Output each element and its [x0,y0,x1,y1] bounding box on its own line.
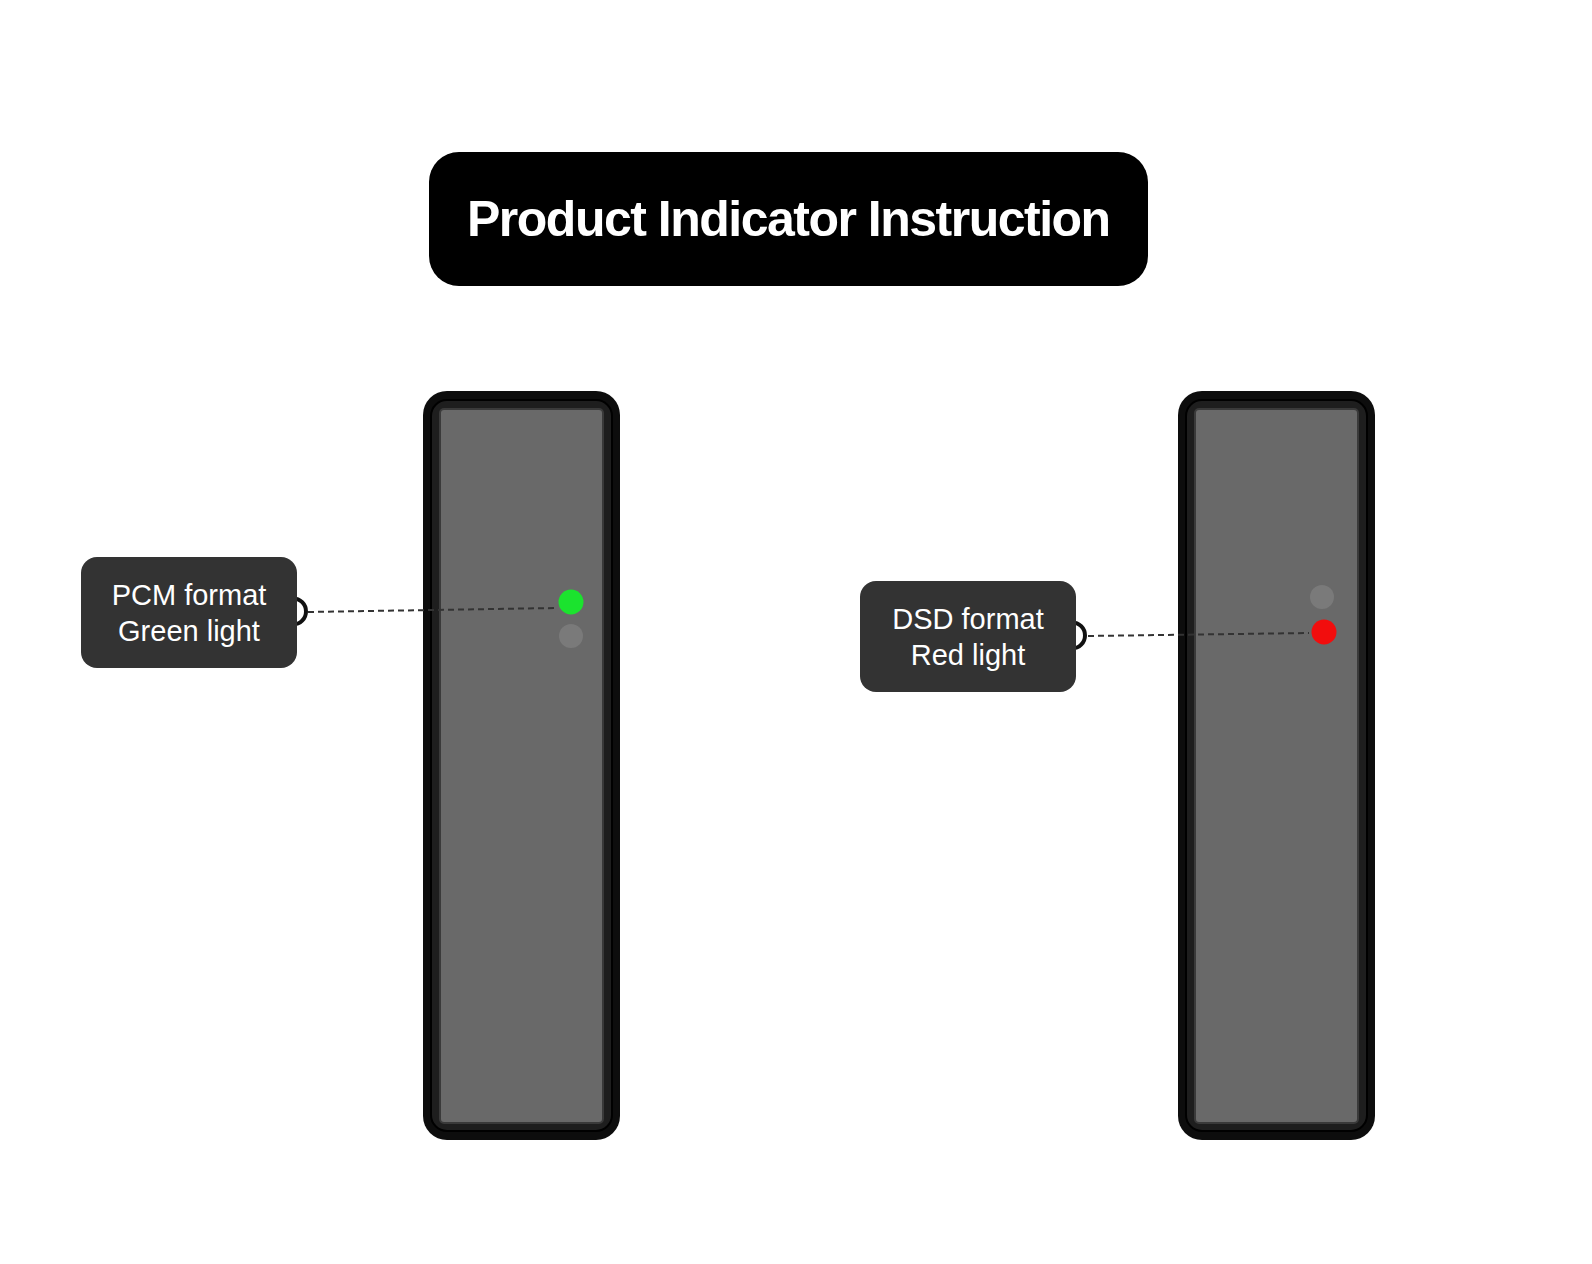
device-left [423,391,620,1140]
red-led [1312,620,1337,645]
device-rim [1186,400,1367,1131]
unlit-led [559,624,583,648]
device-rim [431,400,612,1131]
device-shell [423,391,620,1140]
callout-text: DSD format Red light [884,601,1052,673]
callout-box: DSD format Red light [860,581,1076,692]
unlit-led [1310,585,1334,609]
title-box: Product Indicator Instruction [429,152,1148,286]
callout-box: PCM format Green light [81,557,297,668]
device-right [1178,391,1375,1140]
device-shell [1178,391,1375,1140]
device-panel [440,409,603,1123]
leader-line [308,608,556,612]
leader-line [1088,633,1309,636]
callout-text: PCM format Green light [105,577,273,649]
device-panel [1195,409,1358,1123]
green-led [559,590,584,615]
title-text: Product Indicator Instruction [467,190,1110,248]
